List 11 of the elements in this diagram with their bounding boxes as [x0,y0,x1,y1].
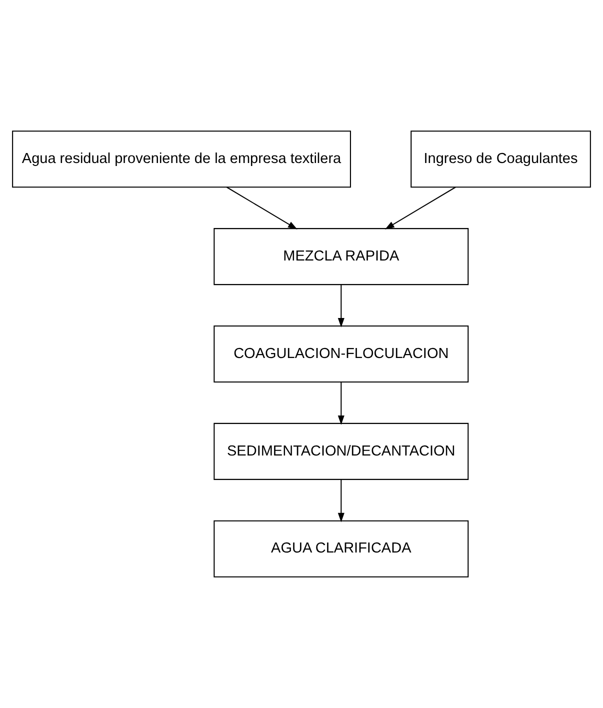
node-box: SEDIMENTACION/DECANTACION [214,422,469,480]
arrow [226,186,298,230]
node-box: Agua residual proveniente de la empresa textilera [12,130,351,188]
arrow [384,186,456,230]
arrow [338,284,344,328]
node-box: Ingreso de Coagulantes [410,130,591,188]
node-box: COAGULACION-FLOCULACION [214,326,469,382]
arrow [338,480,344,522]
node-box: AGUA CLARIFICADA [214,520,469,578]
arrow [338,382,344,425]
node-box: MEZCLA RAPIDA [214,228,469,286]
